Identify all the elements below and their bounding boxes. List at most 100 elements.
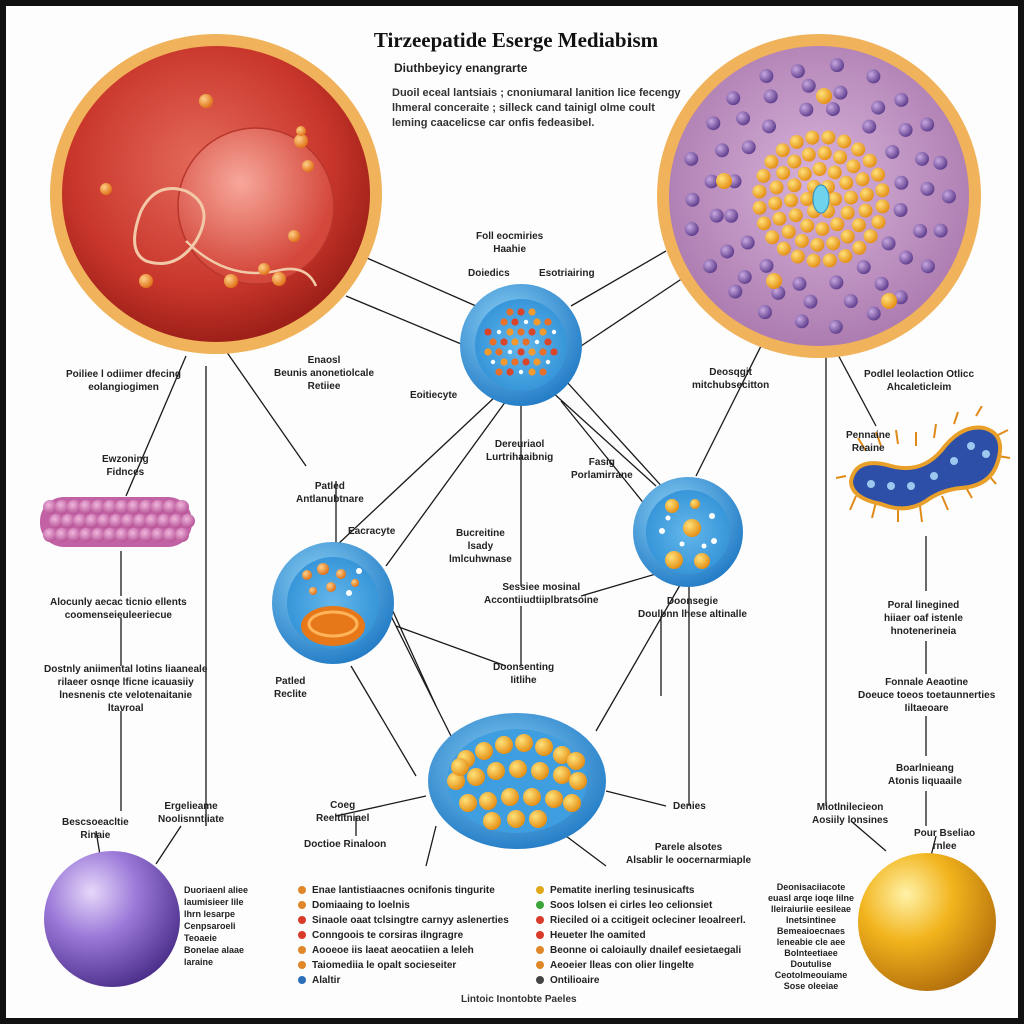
label-line: Poiliee l odiimer dfecing bbox=[66, 369, 182, 380]
granule bbox=[858, 203, 873, 218]
legend-dot-icon bbox=[536, 886, 544, 894]
granule bbox=[139, 500, 153, 514]
legend-dot-icon bbox=[298, 886, 306, 894]
label-line: Fonnale Aeaotine bbox=[885, 677, 969, 688]
granule bbox=[797, 166, 812, 181]
granule bbox=[759, 258, 774, 273]
label-line: Alsablir le oocernarmiaple bbox=[626, 855, 752, 866]
label-gold-note: Deonisaciiacote euasl arqe ioqe lilne ll… bbox=[768, 882, 854, 992]
granule bbox=[157, 514, 171, 528]
granule bbox=[794, 314, 809, 329]
granule bbox=[862, 153, 877, 168]
legend-dot-icon bbox=[298, 916, 306, 924]
granule bbox=[852, 240, 867, 255]
granule bbox=[881, 293, 897, 309]
legend-dot-icon bbox=[298, 901, 306, 909]
granule bbox=[169, 514, 183, 528]
connector-line bbox=[570, 250, 667, 307]
label-line: Bolnteetiaee bbox=[784, 948, 838, 958]
label-line: laumisieer lile bbox=[184, 897, 244, 907]
purple-cell-illustration bbox=[657, 34, 981, 358]
granule bbox=[103, 528, 117, 542]
granule bbox=[843, 294, 858, 309]
granule bbox=[550, 348, 558, 356]
granule bbox=[816, 88, 832, 104]
granule bbox=[447, 772, 465, 790]
label-miotsieei: Miotlnilecieon Aosiily lonsines bbox=[812, 801, 888, 827]
legend-dot-icon bbox=[536, 961, 544, 969]
granule bbox=[79, 500, 93, 514]
label-center-note2: Dereuriaol Lurtrihaaibnig bbox=[486, 438, 553, 464]
label-line: Beunis anonetiolcale bbox=[274, 368, 375, 379]
legend-dot-icon bbox=[298, 946, 306, 954]
granule bbox=[764, 154, 779, 169]
label-line: Reeltitniael bbox=[316, 813, 370, 824]
connector-line bbox=[385, 595, 437, 707]
label-line: Coeg bbox=[330, 800, 356, 811]
granule bbox=[567, 752, 585, 770]
label-hub-left: Doiedics bbox=[468, 267, 510, 280]
connector-line bbox=[580, 570, 667, 597]
granule bbox=[522, 358, 530, 366]
label-ergele: Ergelieame Noolisnntiiate bbox=[158, 800, 224, 826]
granule bbox=[920, 117, 935, 132]
label-line: Podlel leolaction Otlicc bbox=[864, 369, 975, 380]
label-line: coomenseieuleeriecue bbox=[64, 610, 172, 621]
granule bbox=[518, 369, 524, 375]
granule bbox=[863, 229, 878, 244]
label-top-center: Foll eocmiries Haahie bbox=[476, 230, 543, 256]
label-left-big: Poiliee l odiimer dfecing eolangiogimen bbox=[66, 368, 181, 394]
granule bbox=[163, 528, 177, 542]
label-line: rilaeer osnqe lficne icauasiiy bbox=[57, 677, 194, 688]
granule bbox=[846, 159, 861, 174]
connector-line bbox=[565, 835, 607, 867]
granule bbox=[775, 143, 790, 158]
granule bbox=[79, 528, 93, 542]
label-line: Rinaie bbox=[80, 830, 111, 841]
label-line: Patled bbox=[314, 481, 345, 492]
granule bbox=[794, 233, 809, 248]
intro-line: lhmeral conceraite ; silleck cand tainig… bbox=[392, 102, 655, 114]
connector-line bbox=[850, 820, 887, 852]
granule bbox=[898, 122, 913, 137]
granule bbox=[545, 790, 563, 808]
label-line: Pennaine bbox=[846, 430, 891, 441]
granule bbox=[855, 172, 870, 187]
granule bbox=[709, 208, 724, 223]
granule bbox=[467, 768, 485, 786]
diagram-subtitle: Diuthbeyicy enangrarte bbox=[394, 61, 528, 75]
legend-item-text: Taiomediia le opalt socieseiter bbox=[312, 960, 457, 971]
granule bbox=[175, 528, 189, 542]
legend-item-text: Beonne oi caloiaully dnailef eesietaegal… bbox=[550, 945, 742, 956]
label-line: eolangiogimen bbox=[88, 382, 159, 393]
granule bbox=[821, 130, 836, 145]
granule bbox=[759, 68, 774, 83]
label-line: Miotlnilecieon bbox=[816, 802, 884, 813]
nucleus bbox=[177, 127, 335, 285]
label-doettiee: Doctioe Rinaloon bbox=[304, 838, 386, 851]
granule bbox=[839, 175, 854, 190]
label-line: Antlanubtnare bbox=[296, 494, 364, 505]
granule bbox=[737, 269, 752, 284]
granule bbox=[838, 249, 853, 264]
granule bbox=[484, 328, 492, 336]
connector-line bbox=[580, 275, 687, 347]
granule bbox=[788, 208, 803, 223]
granule bbox=[684, 222, 699, 237]
granule bbox=[73, 514, 87, 528]
legend-item-text: Aeoeier lleas con olier lingelte bbox=[550, 960, 694, 971]
granule bbox=[716, 173, 732, 189]
granule bbox=[915, 151, 930, 166]
diagram-title: Tirzeepatide Eserge Mediabism bbox=[373, 28, 659, 52]
intro-line: Duoil eceal lantsiais ; cnoniumaral lani… bbox=[392, 87, 681, 99]
label-formole: Fonnale Aeaotine Doeuce toeos toetaunner… bbox=[858, 676, 995, 715]
legend-item-text: Heueter lhe oamited bbox=[550, 930, 646, 941]
label-line: Poral linegined bbox=[887, 600, 960, 611]
granule bbox=[67, 500, 81, 514]
label-line: lnesnenis cte velotenaitanie bbox=[59, 690, 193, 701]
granule bbox=[933, 223, 948, 238]
connector-line bbox=[125, 355, 187, 497]
legend-item-text: Ontilioaire bbox=[550, 975, 600, 986]
label-line: Ceotolmeouiame bbox=[774, 970, 848, 980]
